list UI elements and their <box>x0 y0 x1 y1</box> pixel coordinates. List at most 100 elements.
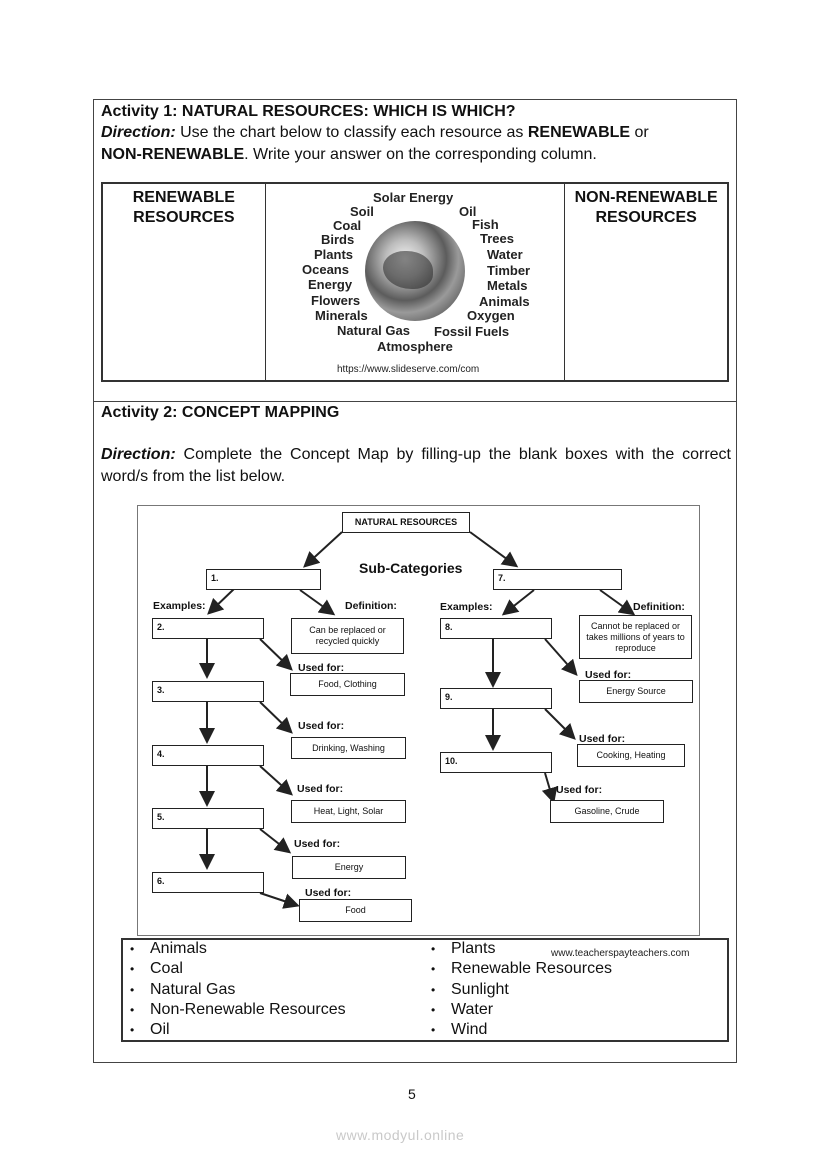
word-bank-word: Animals <box>150 940 207 957</box>
header-line: RESOURCES <box>595 209 697 226</box>
word-bank-item: • Sunlight <box>431 981 509 999</box>
renewable-column[interactable]: RENEWABLE RESOURCES <box>101 182 266 382</box>
resource-word: Oil <box>459 204 477 219</box>
box-number: 8. <box>445 622 453 632</box>
header-line: NON-RENEWABLE <box>574 189 718 206</box>
root-box: NATURAL RESOURCES <box>342 512 470 533</box>
definition-box-right: Cannot be replaced or takes millions of … <box>579 615 692 659</box>
word-bank-item: • Non-Renewable Resources <box>130 1001 346 1019</box>
watermark: www.modyul.online <box>336 1127 465 1143</box>
used-for-label: Used for: <box>298 662 345 674</box>
box-number: 4. <box>157 749 165 759</box>
blank-box-9[interactable]: 9. <box>440 688 552 709</box>
resource-word: Oxygen <box>467 308 515 323</box>
word-bank-word: Sunlight <box>451 981 509 998</box>
direction-text: Complete the Concept Map by filling-up t… <box>101 446 731 485</box>
resource-word: Trees <box>480 231 514 246</box>
bullet: • <box>130 1003 135 1017</box>
blank-box-1[interactable]: 1. <box>206 569 321 590</box>
direction-label: Direction: <box>101 124 176 141</box>
resource-word: Plants <box>314 247 354 262</box>
renewable-header: RENEWABLE RESOURCES <box>103 184 265 228</box>
resource-word: Animals <box>479 294 530 309</box>
box-number: 2. <box>157 622 165 632</box>
direction-text: Use the chart below to classify each res… <box>175 124 528 141</box>
resource-word: Atmosphere <box>377 339 453 354</box>
bullet: • <box>130 1023 135 1037</box>
resource-word: Coal <box>333 218 362 233</box>
header-line: RESOURCES <box>133 209 235 226</box>
blank-box-2[interactable]: 2. <box>152 618 264 639</box>
bullet: • <box>431 1003 436 1017</box>
definition-label-left: Definition: <box>345 600 397 612</box>
word-bank-item: • Plants <box>431 940 495 958</box>
word-bank <box>121 938 729 1042</box>
nonrenewable-column[interactable]: NON-RENEWABLE RESOURCES <box>564 182 729 382</box>
activity1-title: Activity 1: NATURAL RESOURCES: WHICH IS … <box>101 103 516 120</box>
use-box: Drinking, Washing <box>291 737 406 759</box>
activity2-direction: Direction: Complete the Concept Map by f… <box>101 444 731 488</box>
use-box: Cooking, Heating <box>577 744 685 767</box>
used-for-label: Used for: <box>579 733 626 745</box>
box-number: 10. <box>445 756 458 766</box>
direction-label: Direction: <box>101 446 176 463</box>
page-number: 5 <box>408 1086 416 1102</box>
activity2-title: Activity 2: CONCEPT MAPPING <box>101 404 340 421</box>
bullet: • <box>431 983 436 997</box>
use-box: Food, Clothing <box>290 673 405 696</box>
used-for-label: Used for: <box>556 784 603 796</box>
resource-word: Soil <box>350 204 374 219</box>
blank-box-8[interactable]: 8. <box>440 618 552 639</box>
section-divider <box>93 401 737 402</box>
activity1-direction: Direction: Use the chart below to classi… <box>101 122 731 166</box>
used-for-label: Used for: <box>305 887 352 899</box>
word-bank-word: Coal <box>150 960 183 977</box>
header-line: RENEWABLE <box>132 189 235 206</box>
definition-box-left: Can be replaced or recycled quickly <box>291 618 404 654</box>
box-number: 3. <box>157 685 165 695</box>
blank-box-7[interactable]: 7. <box>493 569 622 590</box>
blank-box-10[interactable]: 10. <box>440 752 552 773</box>
word-bank-item: • Animals <box>130 940 207 958</box>
used-for-label: Used for: <box>585 669 632 681</box>
definition-label-right: Definition: <box>633 601 685 613</box>
word-bank-item: •Renewable Resources <box>431 960 612 978</box>
blank-box-3[interactable]: 3. <box>152 681 264 702</box>
blank-box-6[interactable]: 6. <box>152 872 264 893</box>
word-bank-word: Renewable Resources <box>451 960 612 977</box>
use-box: Heat, Light, Solar <box>291 800 406 823</box>
earth-image <box>365 221 465 321</box>
resource-word: Energy <box>308 277 353 292</box>
worksheet-frame <box>93 99 737 1063</box>
word-bank-item: •Natural Gas <box>130 981 235 999</box>
resource-word: Fossil Fuels <box>434 324 510 339</box>
word-bank-item: •Coal <box>130 960 183 978</box>
word-bank-word: Oil <box>150 1021 170 1038</box>
resource-word: Flowers <box>311 293 361 308</box>
resource-word: Water <box>487 247 523 262</box>
box-number: 9. <box>445 692 453 702</box>
box-number: 5. <box>157 812 165 822</box>
used-for-label: Used for: <box>294 838 341 850</box>
box-number: 6. <box>157 876 165 886</box>
bullet: • <box>130 942 135 956</box>
word-bank-word: Plants <box>451 940 496 957</box>
box-number: 7. <box>498 573 506 583</box>
word-bank-word: Water <box>451 1001 494 1018</box>
word-bank-word: Natural Gas <box>150 981 236 998</box>
bullet: • <box>431 942 436 956</box>
word-bank-word: Wind <box>451 1021 488 1038</box>
examples-label-left: Examples: <box>153 600 206 612</box>
resource-word: Birds <box>321 232 355 247</box>
subcategories-label: Sub-Categories <box>359 560 463 576</box>
blank-box-4[interactable]: 4. <box>152 745 264 766</box>
resource-word: Metals <box>487 278 528 293</box>
nonrenewable-header: NON-RENEWABLE RESOURCES <box>565 184 727 228</box>
word-bank-word: Non-Renewable Resources <box>150 1001 346 1018</box>
resource-word: Solar Energy <box>373 190 454 205</box>
classification-table: RENEWABLE RESOURCES NON-RENEWABLE RESOUR… <box>101 182 729 382</box>
teacherspayteachers-credit: www.teacherspayteachers.com <box>551 948 690 959</box>
blank-box-5[interactable]: 5. <box>152 808 264 829</box>
direction-text: . Write your answer on the corresponding… <box>244 146 597 163</box>
